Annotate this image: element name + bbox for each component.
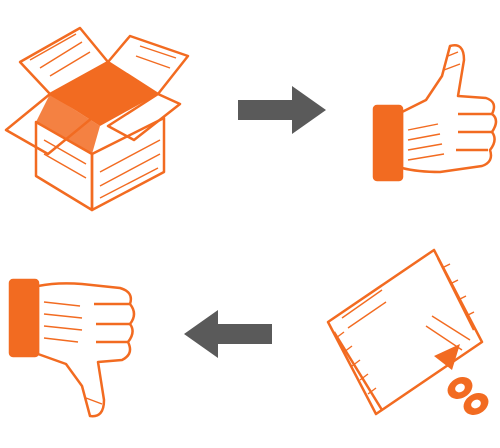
- arrow-right-icon: [236, 86, 328, 134]
- open-box-drawing: [4, 26, 190, 212]
- paper-tape-drawing: [326, 248, 489, 416]
- thumbs-up-icon: [368, 40, 500, 186]
- arrow-left-shape: [184, 310, 272, 358]
- thumbs-down-icon: [6, 272, 138, 422]
- arrow-left-icon: [182, 310, 274, 358]
- arrow-right-shape: [238, 86, 326, 134]
- open-box-icon: [0, 22, 200, 212]
- thumbs-down-drawing: [8, 278, 136, 418]
- peeling-tape-paper-icon: [322, 244, 500, 420]
- thumbs-up-drawing: [372, 44, 498, 182]
